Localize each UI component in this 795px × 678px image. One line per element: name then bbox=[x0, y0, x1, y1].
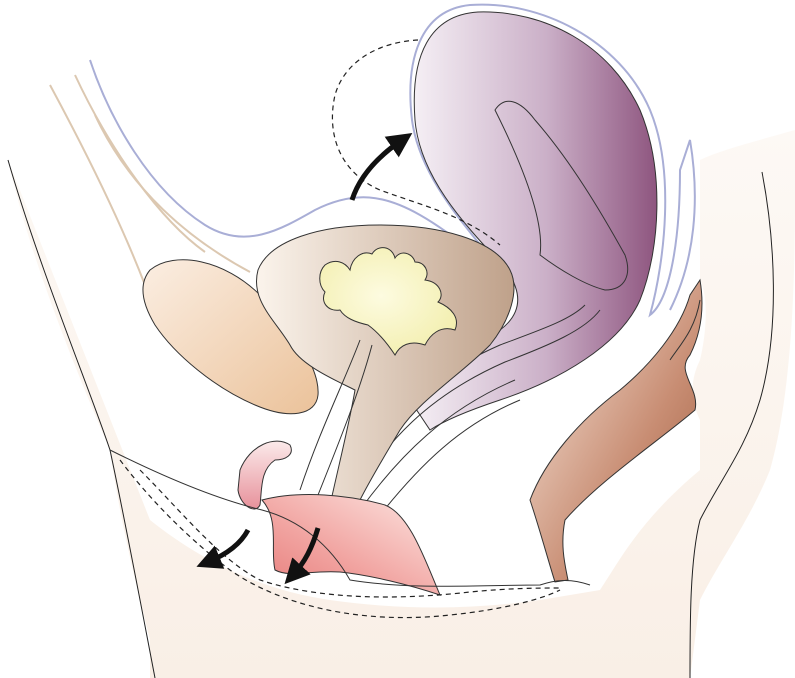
vessels bbox=[50, 75, 250, 285]
anterior-descent-arrow bbox=[208, 530, 248, 562]
uterus-up-arrow bbox=[352, 140, 402, 200]
